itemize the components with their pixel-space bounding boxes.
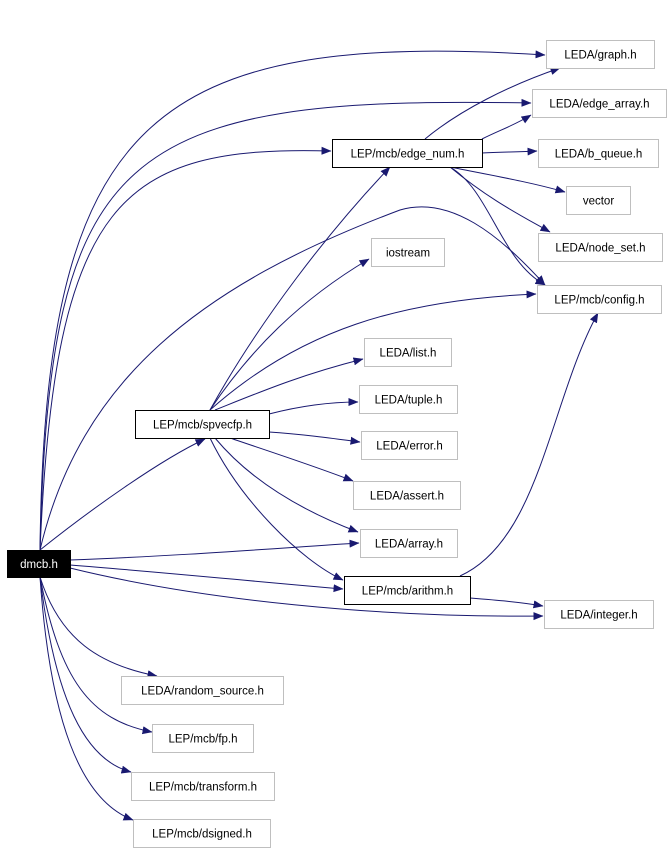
node-fp[interactable]: LEP/mcb/fp.h (152, 724, 254, 753)
node-label-array: LEDA/array.h (375, 539, 443, 551)
node-node_set[interactable]: LEDA/node_set.h (538, 233, 663, 262)
edge-dmcb-to-array (69, 539, 360, 561)
node-label-random: LEDA/random_source.h (141, 686, 264, 698)
node-label-arithm: LEP/mcb/arithm.h (362, 586, 453, 598)
node-box-transform (131, 772, 275, 801)
node-label-list: LEDA/list.h (380, 348, 437, 360)
node-label-spvecfp: LEP/mcb/spvecfp.h (153, 420, 252, 432)
edge-arithm-to-config (459, 312, 599, 577)
edges-layer (39, 50, 599, 821)
node-label-assert: LEDA/assert.h (370, 491, 444, 503)
node-box-edge_array (532, 89, 667, 118)
node-label-dmcb: dmcb.h (20, 559, 58, 571)
node-array[interactable]: LEDA/array.h (360, 529, 458, 558)
node-iostream[interactable]: iostream (371, 238, 445, 267)
node-label-dsigned: LEP/mcb/dsigned.h (152, 829, 252, 841)
edge-spvecfp-to-edge_num (209, 166, 391, 411)
node-box-dmcb (7, 550, 71, 578)
node-box-b_queue (538, 139, 659, 168)
node-vector[interactable]: vector (566, 186, 631, 215)
edge-edge_num-to-graph (424, 67, 561, 140)
node-box-edge_num (332, 139, 483, 168)
node-random[interactable]: LEDA/random_source.h (121, 676, 284, 705)
nodes-layer: dmcb.h LEDA/graph.hLEDA/edge_array.hLEP/m… (7, 40, 667, 848)
node-label-transform: LEP/mcb/transform.h (149, 782, 257, 794)
edge-edge_num-to-config (449, 166, 546, 286)
node-label-config: LEP/mcb/config.h (554, 295, 644, 307)
edge-arithm-to-integer (469, 597, 544, 609)
node-edge_num[interactable]: LEP/mcb/edge_num.h (332, 139, 483, 168)
node-box-random (121, 676, 284, 705)
node-label-integer: LEDA/integer.h (560, 610, 637, 622)
edge-dmcb-to-transform (39, 576, 132, 774)
edge-spvecfp-to-config (209, 290, 537, 411)
node-box-list (364, 338, 452, 367)
node-transform[interactable]: LEP/mcb/transform.h (131, 772, 275, 801)
edge-edge_num-to-b_queue (481, 147, 538, 156)
edge-dmcb-to-graph (39, 50, 546, 551)
node-tuple[interactable]: LEDA/tuple.h (359, 385, 458, 414)
node-list[interactable]: LEDA/list.h (364, 338, 452, 367)
node-box-iostream (371, 238, 445, 267)
node-label-node_set: LEDA/node_set.h (555, 243, 645, 255)
node-graph[interactable]: LEDA/graph.h (546, 40, 655, 69)
node-b_queue[interactable]: LEDA/b_queue.h (538, 139, 659, 168)
edge-dmcb-to-edge_num (39, 146, 332, 551)
node-box-spvecfp (135, 410, 270, 439)
node-label-b_queue: LEDA/b_queue.h (555, 149, 643, 161)
node-label-fp: LEP/mcb/fp.h (168, 734, 237, 746)
edge-spvecfp-to-tuple (268, 398, 359, 415)
edge-spvecfp-to-assert (229, 437, 354, 482)
edge-dmcb-to-dsigned (39, 576, 134, 821)
node-label-graph: LEDA/graph.h (564, 50, 636, 62)
node-box-assert (353, 481, 461, 510)
edge-dmcb-to-config (39, 206, 546, 551)
node-box-array (360, 529, 458, 558)
node-box-error (361, 431, 458, 460)
node-label-edge_num: LEP/mcb/edge_num.h (351, 149, 465, 161)
node-label-edge_array: LEDA/edge_array.h (549, 99, 649, 111)
node-dmcb[interactable]: dmcb.h (7, 550, 71, 578)
edge-dmcb-to-fp (39, 576, 153, 735)
edge-dmcb-to-arithm (69, 564, 344, 593)
edge-spvecfp-to-error (268, 431, 361, 445)
node-box-node_set (538, 233, 663, 262)
node-box-integer (544, 600, 654, 629)
node-edge_array[interactable]: LEDA/edge_array.h (532, 89, 667, 118)
edge-dmcb-to-random (39, 576, 158, 679)
edge-dmcb-to-integer (69, 567, 544, 621)
edge-dmcb-to-spvecfp (39, 438, 206, 551)
node-box-arithm (344, 576, 471, 605)
node-label-vector: vector (583, 196, 614, 208)
node-box-dsigned (133, 819, 271, 848)
node-label-error: LEDA/error.h (376, 441, 442, 453)
node-arithm[interactable]: LEP/mcb/arithm.h (344, 576, 471, 605)
node-label-tuple: LEDA/tuple.h (375, 395, 443, 407)
edge-spvecfp-to-list (214, 357, 364, 411)
node-box-fp (152, 724, 254, 753)
node-dsigned[interactable]: LEP/mcb/dsigned.h (133, 819, 271, 848)
edge-edge_num-to-edge_array (481, 114, 532, 140)
node-box-vector (566, 186, 631, 215)
node-label-iostream: iostream (386, 248, 430, 260)
node-box-config (537, 285, 662, 314)
edge-spvecfp-to-arithm (209, 437, 344, 581)
node-box-tuple (359, 385, 458, 414)
node-integer[interactable]: LEDA/integer.h (544, 600, 654, 629)
edge-dmcb-to-edge_array (39, 98, 532, 551)
node-error[interactable]: LEDA/error.h (361, 431, 458, 460)
node-box-graph (546, 40, 655, 69)
edge-edge_num-to-vector (449, 166, 566, 194)
node-assert[interactable]: LEDA/assert.h (353, 481, 461, 510)
node-spvecfp[interactable]: LEP/mcb/spvecfp.h (135, 410, 270, 439)
edge-spvecfp-to-iostream (209, 258, 370, 411)
node-config[interactable]: LEP/mcb/config.h (537, 285, 662, 314)
edge-spvecfp-to-array (214, 437, 359, 533)
